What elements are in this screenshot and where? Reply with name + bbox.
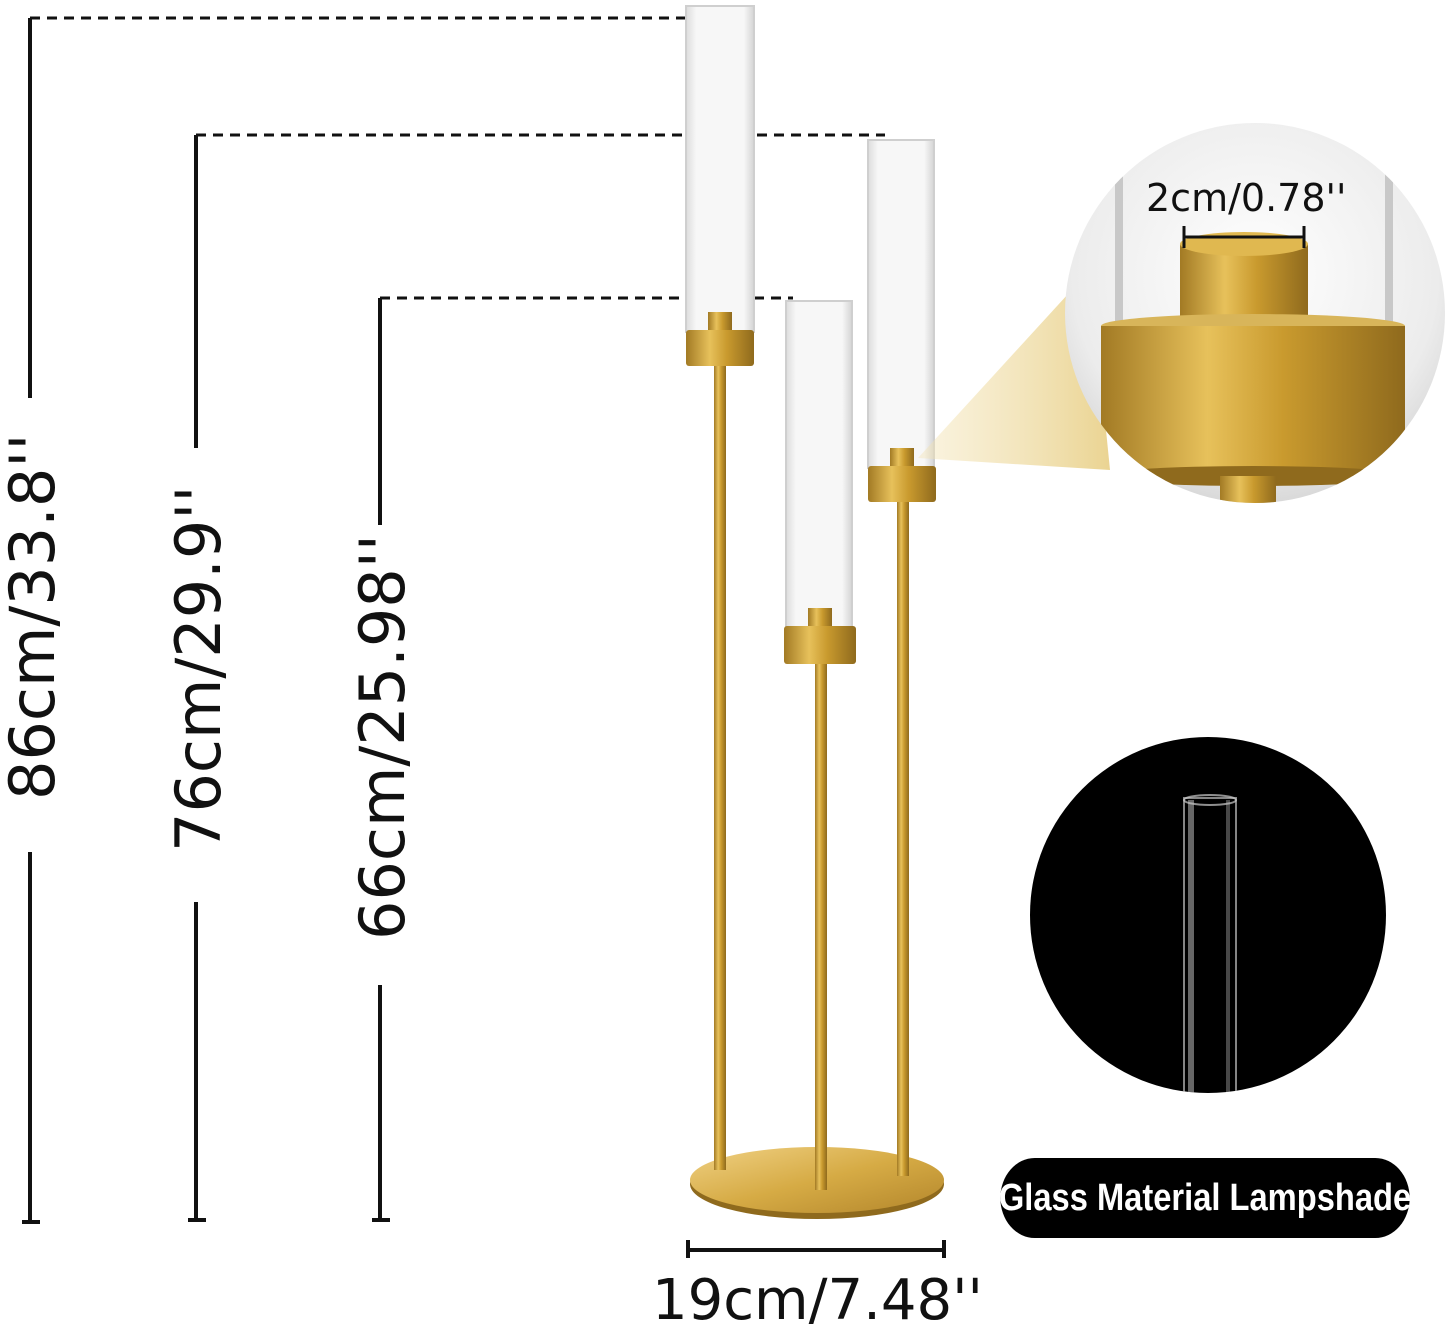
- zoom-cone: [918, 270, 1110, 470]
- dimension-line-base: [686, 1240, 946, 1258]
- glass-material-badge: Glass Material Lampshade: [999, 1158, 1411, 1238]
- dimension-line-76cm: [188, 133, 885, 1222]
- candle-holder: [685, 5, 944, 1219]
- glass-tube-detail: [1030, 737, 1386, 1093]
- cup-diameter-label: 2cm/0.78'': [1146, 176, 1347, 220]
- dimension-line-66cm: [372, 296, 793, 1222]
- height-label-66cm: 66cm/25.98'': [346, 534, 419, 940]
- base-width-label: 19cm/7.48'': [652, 1268, 983, 1333]
- height-label-86cm: 86cm/33.8'': [0, 433, 69, 800]
- dimension-line-86cm: [22, 16, 722, 1224]
- height-label-76cm: 76cm/29.9'': [162, 485, 235, 852]
- zoom-detail-circle: [1065, 123, 1445, 503]
